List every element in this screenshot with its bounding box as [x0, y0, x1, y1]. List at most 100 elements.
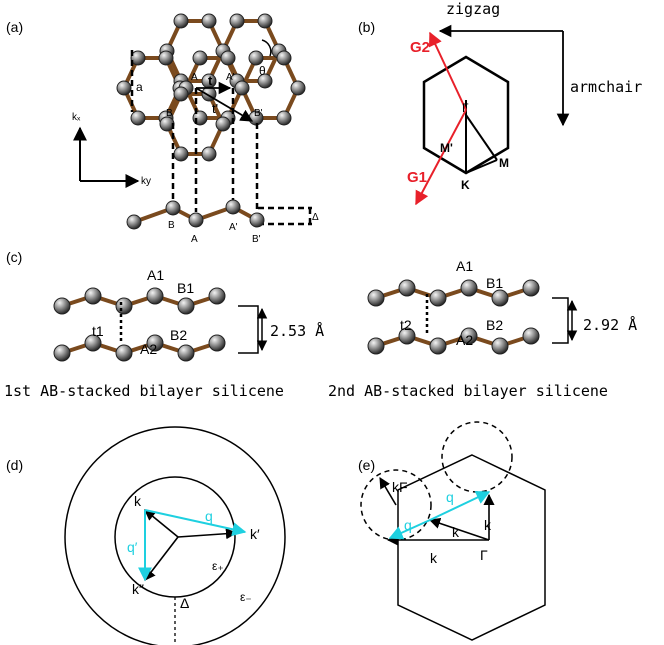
- q-label: q: [205, 508, 213, 524]
- k-vector: [144, 509, 179, 538]
- side-atom-A: [188, 212, 204, 228]
- side-A-label: A: [191, 234, 198, 245]
- left-B2-label: B2: [170, 327, 187, 343]
- site-A-label: A: [191, 72, 198, 83]
- bilayer-right-bottom-atom: [522, 327, 540, 345]
- k-second-label: k″: [132, 581, 144, 597]
- brillouin-zone-e: [397, 454, 546, 641]
- bilayer-left: [53, 287, 226, 362]
- lattice-atom: [192, 50, 208, 66]
- bilayer-right-top-atom: [491, 289, 509, 307]
- lattice-atom: [276, 110, 292, 126]
- K-label: K: [461, 178, 470, 192]
- lattice-atom: [248, 50, 264, 66]
- G1-vector: [415, 109, 467, 206]
- bilayer-left-bottom-atom: [208, 334, 226, 352]
- panel-d: (d) k k′ k″ q q′ ε₊ ε₋ Δ: [6, 426, 286, 645]
- bilayer-right-top-atom: [460, 279, 478, 297]
- lattice-atom: [130, 50, 146, 66]
- bilayer-left-bottom-atom: [115, 344, 133, 362]
- bilayer-right: [367, 279, 540, 355]
- M-label: M: [499, 156, 509, 170]
- K-M-line: [465, 159, 498, 174]
- buckle-label: Δ: [312, 212, 319, 223]
- M-prime-label: M': [440, 141, 453, 155]
- bilayer-left-top-atom: [84, 287, 102, 305]
- k-right-label: k: [484, 517, 492, 533]
- panel-e: (e) kF q q k k k Γ: [358, 421, 546, 641]
- left-B1-label: B1: [177, 280, 194, 296]
- k-second-vector: [144, 536, 179, 581]
- right-B2-label: B2: [486, 317, 503, 333]
- zigzag-label: zigzag: [446, 0, 500, 18]
- hop-t-prime-label: t': [212, 101, 218, 116]
- lattice-atom: [201, 13, 217, 29]
- site-A-prime-label: A': [226, 72, 235, 83]
- hop-t-label: t: [208, 73, 213, 88]
- bilayer-right-top-atom: [367, 289, 385, 307]
- lattice-atom: [173, 13, 189, 29]
- left-caption: 1st AB-stacked bilayer silicene: [4, 382, 284, 400]
- lattice-atom: [158, 50, 174, 66]
- right-distance-bracket: [552, 297, 569, 344]
- projection-lines: [130, 50, 312, 226]
- honeycomb-lattice: [116, 13, 306, 162]
- lattice-atom: [276, 50, 292, 66]
- side-B-prime-label: B': [252, 234, 261, 245]
- bilayer-right-bottom-atom: [429, 337, 447, 355]
- gamma-e-label: Γ: [480, 547, 488, 563]
- gamma-label: Γ: [462, 101, 469, 115]
- kF-label: kF: [392, 479, 408, 495]
- lattice-atom: [173, 146, 189, 162]
- kx-label: kₓ: [72, 112, 81, 123]
- q-top-label: q: [446, 489, 454, 505]
- bilayer-left-bottom-atom: [177, 344, 195, 362]
- bilayer-left-bottom-atom: [53, 344, 71, 362]
- side-atom: [126, 214, 142, 230]
- lattice-atom: [234, 80, 250, 96]
- lattice-const-label: a: [136, 80, 143, 94]
- angle-label: θ: [259, 64, 266, 78]
- bilayer-right-top-atom: [429, 289, 447, 307]
- lattice-atom: [215, 116, 231, 132]
- q-mid-vector: [388, 519, 431, 540]
- panel-c-tag: (c): [6, 249, 22, 265]
- k-mid-label: k: [452, 524, 460, 540]
- site-B-label: B: [166, 108, 173, 119]
- bilayer-right-top-atom: [522, 279, 540, 297]
- left-A2-label: A2: [140, 341, 157, 357]
- lattice-atom: [290, 80, 306, 96]
- bilayer-left-top-atom: [146, 287, 164, 305]
- side-atom-A-prime: [225, 199, 241, 215]
- k-low-label: k: [430, 550, 438, 566]
- side-B-label: B: [168, 220, 175, 231]
- gap-label: Δ: [180, 595, 189, 611]
- side-A-prime-label: A': [229, 222, 238, 233]
- bilayer-right-top-atom: [398, 279, 416, 297]
- bilayer-left-top-atom: [177, 297, 195, 315]
- side-atom-B: [165, 200, 181, 216]
- panel-e-tag: (e): [358, 457, 375, 473]
- eps-minus-label: ε₋: [240, 590, 252, 604]
- bilayer-left-bottom-atom: [84, 334, 102, 352]
- ky-label: ky: [141, 176, 151, 187]
- right-hop-label: t2: [400, 317, 412, 333]
- angle-arc: [261, 39, 272, 57]
- G2-label: G2: [410, 39, 430, 56]
- armchair-label: armchair: [570, 78, 642, 96]
- panel-c: (c) A1 B1 t1 A2 B2 2.53 Å 1st AB-stacked…: [4, 249, 637, 400]
- hop-t-prime-arrow: [195, 87, 254, 122]
- k-label: k: [134, 493, 142, 509]
- left-distance-label: 2.53 Å: [270, 321, 324, 340]
- site-B-prime-label: B': [254, 108, 263, 119]
- lattice-atom: [257, 13, 273, 29]
- panel-a: (a) a t t': [6, 13, 319, 245]
- q-mid-label: q: [404, 517, 412, 533]
- G2-vector: [428, 31, 467, 111]
- k-mid-vector: [428, 517, 490, 541]
- inner-fermi-circle: [114, 476, 236, 598]
- lattice-atom: [116, 80, 132, 96]
- left-distance-bracket: [238, 305, 259, 354]
